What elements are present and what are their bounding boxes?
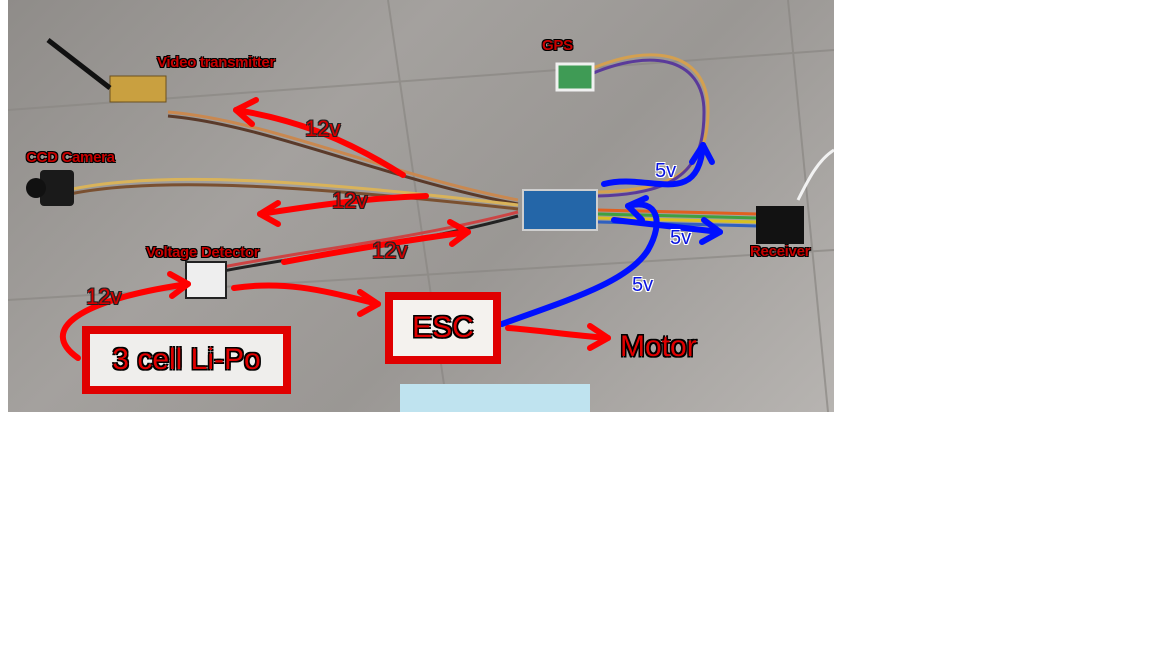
wires <box>67 53 834 274</box>
receiver-label: Receiver <box>750 243 811 260</box>
voltage-label-camera: 12v <box>332 188 368 213</box>
diagram-canvas <box>8 0 834 412</box>
lipo-label: 3 cell Li-Po <box>112 343 261 376</box>
ruler-strip <box>400 384 590 412</box>
voltage-label-esc: 5v <box>632 274 654 296</box>
esc-box: ESC <box>385 292 501 364</box>
gps-module <box>555 62 595 92</box>
motor-label: Motor <box>620 330 697 363</box>
arrow-esc-to-controller <box>499 201 660 327</box>
voltage-label-receiver: 5v <box>670 227 692 249</box>
voltage-label-gps: 5v <box>655 160 677 182</box>
voltage-label-controller: 12v <box>372 238 408 263</box>
arrow-to-camera <box>257 193 429 217</box>
voltage-label-vtx: 12v <box>305 116 341 141</box>
arrow-esc-to-motor <box>505 325 611 341</box>
ccd-camera-label: CCD Camera <box>26 149 115 166</box>
video-transmitter-label: Video transmitter <box>157 54 275 71</box>
esc-label: ESC <box>412 311 474 344</box>
wiring-photo: Video transmitter GPS CCD Camera Voltage… <box>8 0 834 412</box>
video-transmitter-device <box>46 38 167 103</box>
power-arrows <box>59 97 611 361</box>
flight-controller-board <box>522 189 598 231</box>
lipo-box: 3 cell Li-Po <box>82 326 291 394</box>
arrow-to-controller <box>281 229 471 265</box>
arrow-lipo-to-detector <box>59 281 191 361</box>
arrow-to-gps <box>601 142 706 188</box>
arrow-to-video-transmitter <box>233 107 406 178</box>
arrow-detector-to-esc <box>231 282 381 307</box>
ccd-camera-device <box>26 170 74 206</box>
arrow-to-receiver <box>611 217 723 235</box>
receiver-device <box>756 206 804 244</box>
voltage-detector-label: Voltage Detector <box>146 244 260 261</box>
voltage-detector-device <box>185 261 227 299</box>
signal-arrows <box>499 142 723 327</box>
voltage-label-lipo: 12v <box>86 284 122 309</box>
gps-label: GPS <box>542 37 573 54</box>
